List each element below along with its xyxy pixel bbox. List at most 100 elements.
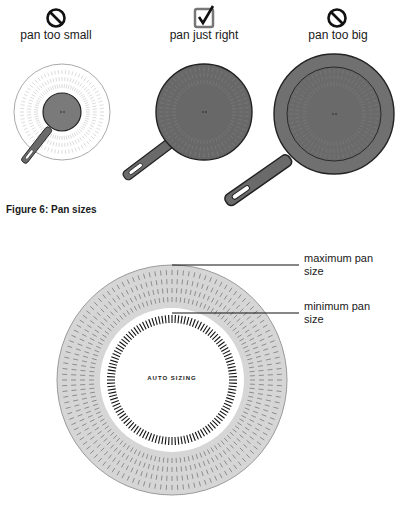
tick-mark (201, 324, 205, 331)
tick-mark (163, 297, 165, 302)
tick-mark (247, 316, 251, 319)
tick-mark (174, 437, 176, 445)
tick-mark (70, 142, 71, 146)
tick-mark (209, 139, 211, 143)
tick-mark (210, 277, 212, 282)
tick-mark (321, 85, 323, 89)
tick-mark (89, 95, 92, 97)
tick-mark (112, 468, 115, 472)
tick-mark (188, 84, 190, 87)
tick-mark (107, 315, 111, 319)
tick-mark (37, 122, 41, 124)
tick-mark (207, 296, 209, 301)
check-icon (195, 6, 213, 27)
tick-mark (353, 90, 356, 93)
tick-mark (91, 136, 94, 139)
tick-mark (364, 95, 367, 97)
tick-mark (71, 374, 76, 375)
tick-mark (188, 271, 190, 276)
tick-mark (362, 116, 366, 117)
tick-mark (83, 442, 87, 445)
tick-mark (362, 91, 365, 93)
tick-mark (103, 295, 106, 299)
tick-mark (80, 384, 85, 385)
tick-mark (73, 359, 78, 360)
tick-mark (226, 360, 234, 362)
tick-mark (221, 441, 224, 445)
tick-mark (88, 415, 93, 417)
tick-mark (30, 97, 34, 99)
tick-mark (73, 79, 74, 83)
tick-mark (59, 136, 60, 140)
tick-mark (329, 69, 330, 73)
tick-mark (211, 146, 213, 150)
tick-mark (168, 437, 170, 445)
tick-mark (364, 132, 367, 134)
tick-mark (318, 138, 320, 141)
tick-mark (184, 457, 186, 462)
tick-mark (86, 116, 90, 118)
tick-mark (305, 101, 309, 103)
tick-mark (266, 359, 271, 360)
tick-mark (100, 419, 104, 422)
tick-mark (85, 407, 90, 409)
tick-mark (245, 427, 249, 430)
tick-mark (63, 368, 68, 370)
tick-mark (348, 138, 350, 141)
tick-mark (218, 76, 220, 80)
tick-mark (95, 408, 100, 410)
tick-mark (362, 114, 366, 115)
tick-mark (289, 109, 293, 110)
tick-mark (246, 454, 250, 458)
tick-mark (360, 125, 364, 127)
tick-mark (99, 122, 103, 123)
tick-mark (176, 126, 179, 128)
tick-mark (306, 128, 309, 130)
tick-mark (68, 85, 69, 89)
tick-mark (84, 87, 87, 90)
tick-mark (219, 303, 222, 307)
tick-mark (107, 429, 111, 432)
tick-mark (242, 298, 245, 302)
tick-mark (238, 103, 242, 105)
tick-mark (174, 121, 178, 122)
tick-mark (218, 443, 221, 447)
tick-mark (158, 316, 160, 324)
tick-mark (113, 435, 117, 439)
tick-mark (268, 335, 273, 337)
tick-mark (361, 107, 365, 109)
tick-mark (364, 84, 367, 87)
tick-mark (89, 388, 94, 390)
tick-mark (231, 79, 234, 82)
tick-mark (113, 321, 117, 325)
tick-mark (174, 102, 178, 103)
tick-mark (92, 424, 96, 427)
tick-mark (221, 149, 223, 153)
tick-mark (258, 365, 263, 367)
tick-mark (206, 80, 207, 84)
tick-mark (133, 277, 135, 282)
tick-mark (246, 404, 251, 406)
tick-mark (72, 335, 77, 337)
tick-mark (126, 290, 128, 294)
tick-mark (82, 96, 85, 98)
tick-mark (167, 297, 168, 302)
tick-mark (48, 148, 49, 152)
tick-mark (180, 297, 182, 302)
tick-mark (224, 295, 227, 299)
tick-mark (228, 298, 231, 302)
tick-mark (93, 134, 96, 136)
tick-mark (211, 468, 213, 473)
tick-mark (312, 75, 314, 78)
tick-mark (229, 376, 237, 378)
tick-mark (329, 149, 330, 153)
tick-mark (228, 145, 230, 148)
tick-mark (135, 296, 137, 301)
tick-mark (82, 126, 85, 128)
tick-mark (86, 90, 89, 93)
tick-mark (102, 335, 106, 338)
tick-mark (93, 88, 96, 90)
tick-mark (227, 321, 231, 325)
tick-mark (227, 435, 231, 439)
tick-mark (240, 419, 244, 422)
